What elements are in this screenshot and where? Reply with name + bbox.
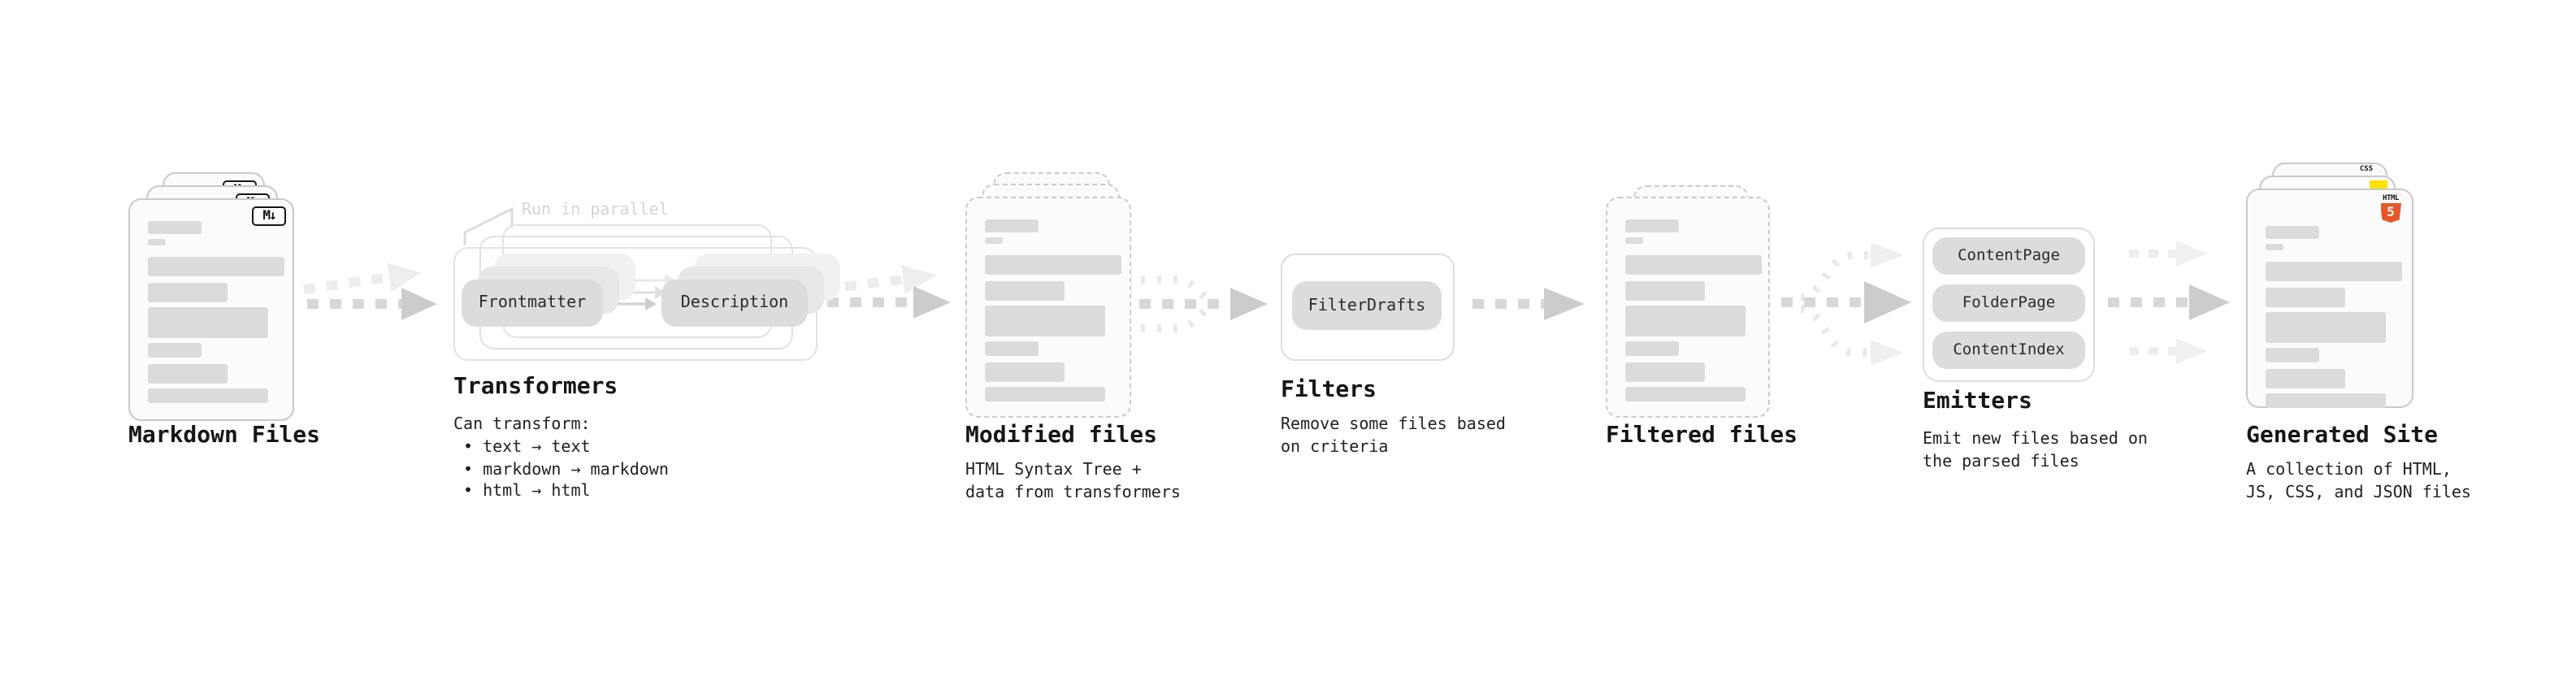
doc-content-bars	[2266, 226, 2402, 408]
js-icon	[2370, 180, 2387, 189]
arrow-emitters-to-site-top	[2129, 241, 2207, 267]
run-in-parallel-callout: Run in parallel	[522, 202, 669, 219]
arrow-modified-to-filters	[1139, 288, 1268, 320]
markdown-files-label: Markdown Files	[128, 423, 321, 449]
contentpage-pill: ContentPage	[1932, 237, 2085, 275]
html5-icon: HTML 5	[2379, 195, 2402, 223]
doc-content-bars	[148, 221, 284, 403]
generated-site-subtitle: A collection of HTML, JS, CSS, and JSON …	[2246, 462, 2471, 501]
emitters-heading: Emitters	[1923, 388, 2032, 414]
generated-site-heading: Generated Site	[2246, 423, 2439, 449]
transformers-heading: Transformers	[453, 374, 618, 400]
description-pill: Description	[661, 280, 808, 327]
modified-files-heading: Modified files	[965, 423, 1158, 449]
arrow-transformers-to-modified	[827, 286, 951, 319]
bullet-html-to-html: • html → html	[463, 483, 591, 501]
doc-content-bars	[1625, 219, 1762, 401]
folderpage-pill: FolderPage	[1932, 284, 2085, 322]
bullet-text-to-text: • text → text	[463, 439, 591, 457]
doc-content-bars	[985, 219, 1121, 401]
markdown-doc-front: M↓	[128, 198, 294, 421]
arrow-emitters-to-site-bottom	[2129, 338, 2207, 364]
filtered-files-heading: Filtered files	[1606, 423, 1798, 449]
modified-doc-front	[965, 197, 1131, 418]
arrow-filters-to-filtered	[1472, 288, 1585, 320]
filtered-doc-front	[1606, 197, 1770, 418]
transformers-bullets: • text → text • markdown → markdown • ht…	[463, 437, 669, 503]
arrow-filtered-to-emitters	[1781, 281, 1911, 323]
frontmatter-pill: Frontmatter	[462, 280, 603, 327]
markdown-icon: M↓	[252, 206, 286, 226]
filterdrafts-pill: FilterDrafts	[1292, 281, 1442, 330]
bullet-markdown-to-markdown: • markdown → markdown	[463, 461, 669, 479]
arrow-markdown-to-transformers	[307, 288, 437, 320]
modified-files-subtitle: HTML Syntax Tree + data from transformer…	[965, 462, 1181, 501]
contentindex-pill: ContentIndex	[1932, 332, 2085, 369]
transformers-intro: Can transform:	[453, 416, 591, 434]
filters-subtitle: Remove some files based on criteria	[1281, 416, 1506, 456]
arrow-modified-to-filters-fan-in	[1141, 275, 1220, 332]
arrow-emitters-to-site-middle	[2108, 284, 2230, 320]
arrow-markdown-to-transformers-ghost	[303, 262, 422, 294]
site-doc-html: HTML 5	[2246, 189, 2413, 408]
emitters-subtitle: Emit new files based on the parsed files	[1923, 431, 2148, 471]
filters-heading: Filters	[1281, 377, 1377, 403]
arrow-filtered-to-emitters-fan-out	[1800, 242, 1903, 366]
